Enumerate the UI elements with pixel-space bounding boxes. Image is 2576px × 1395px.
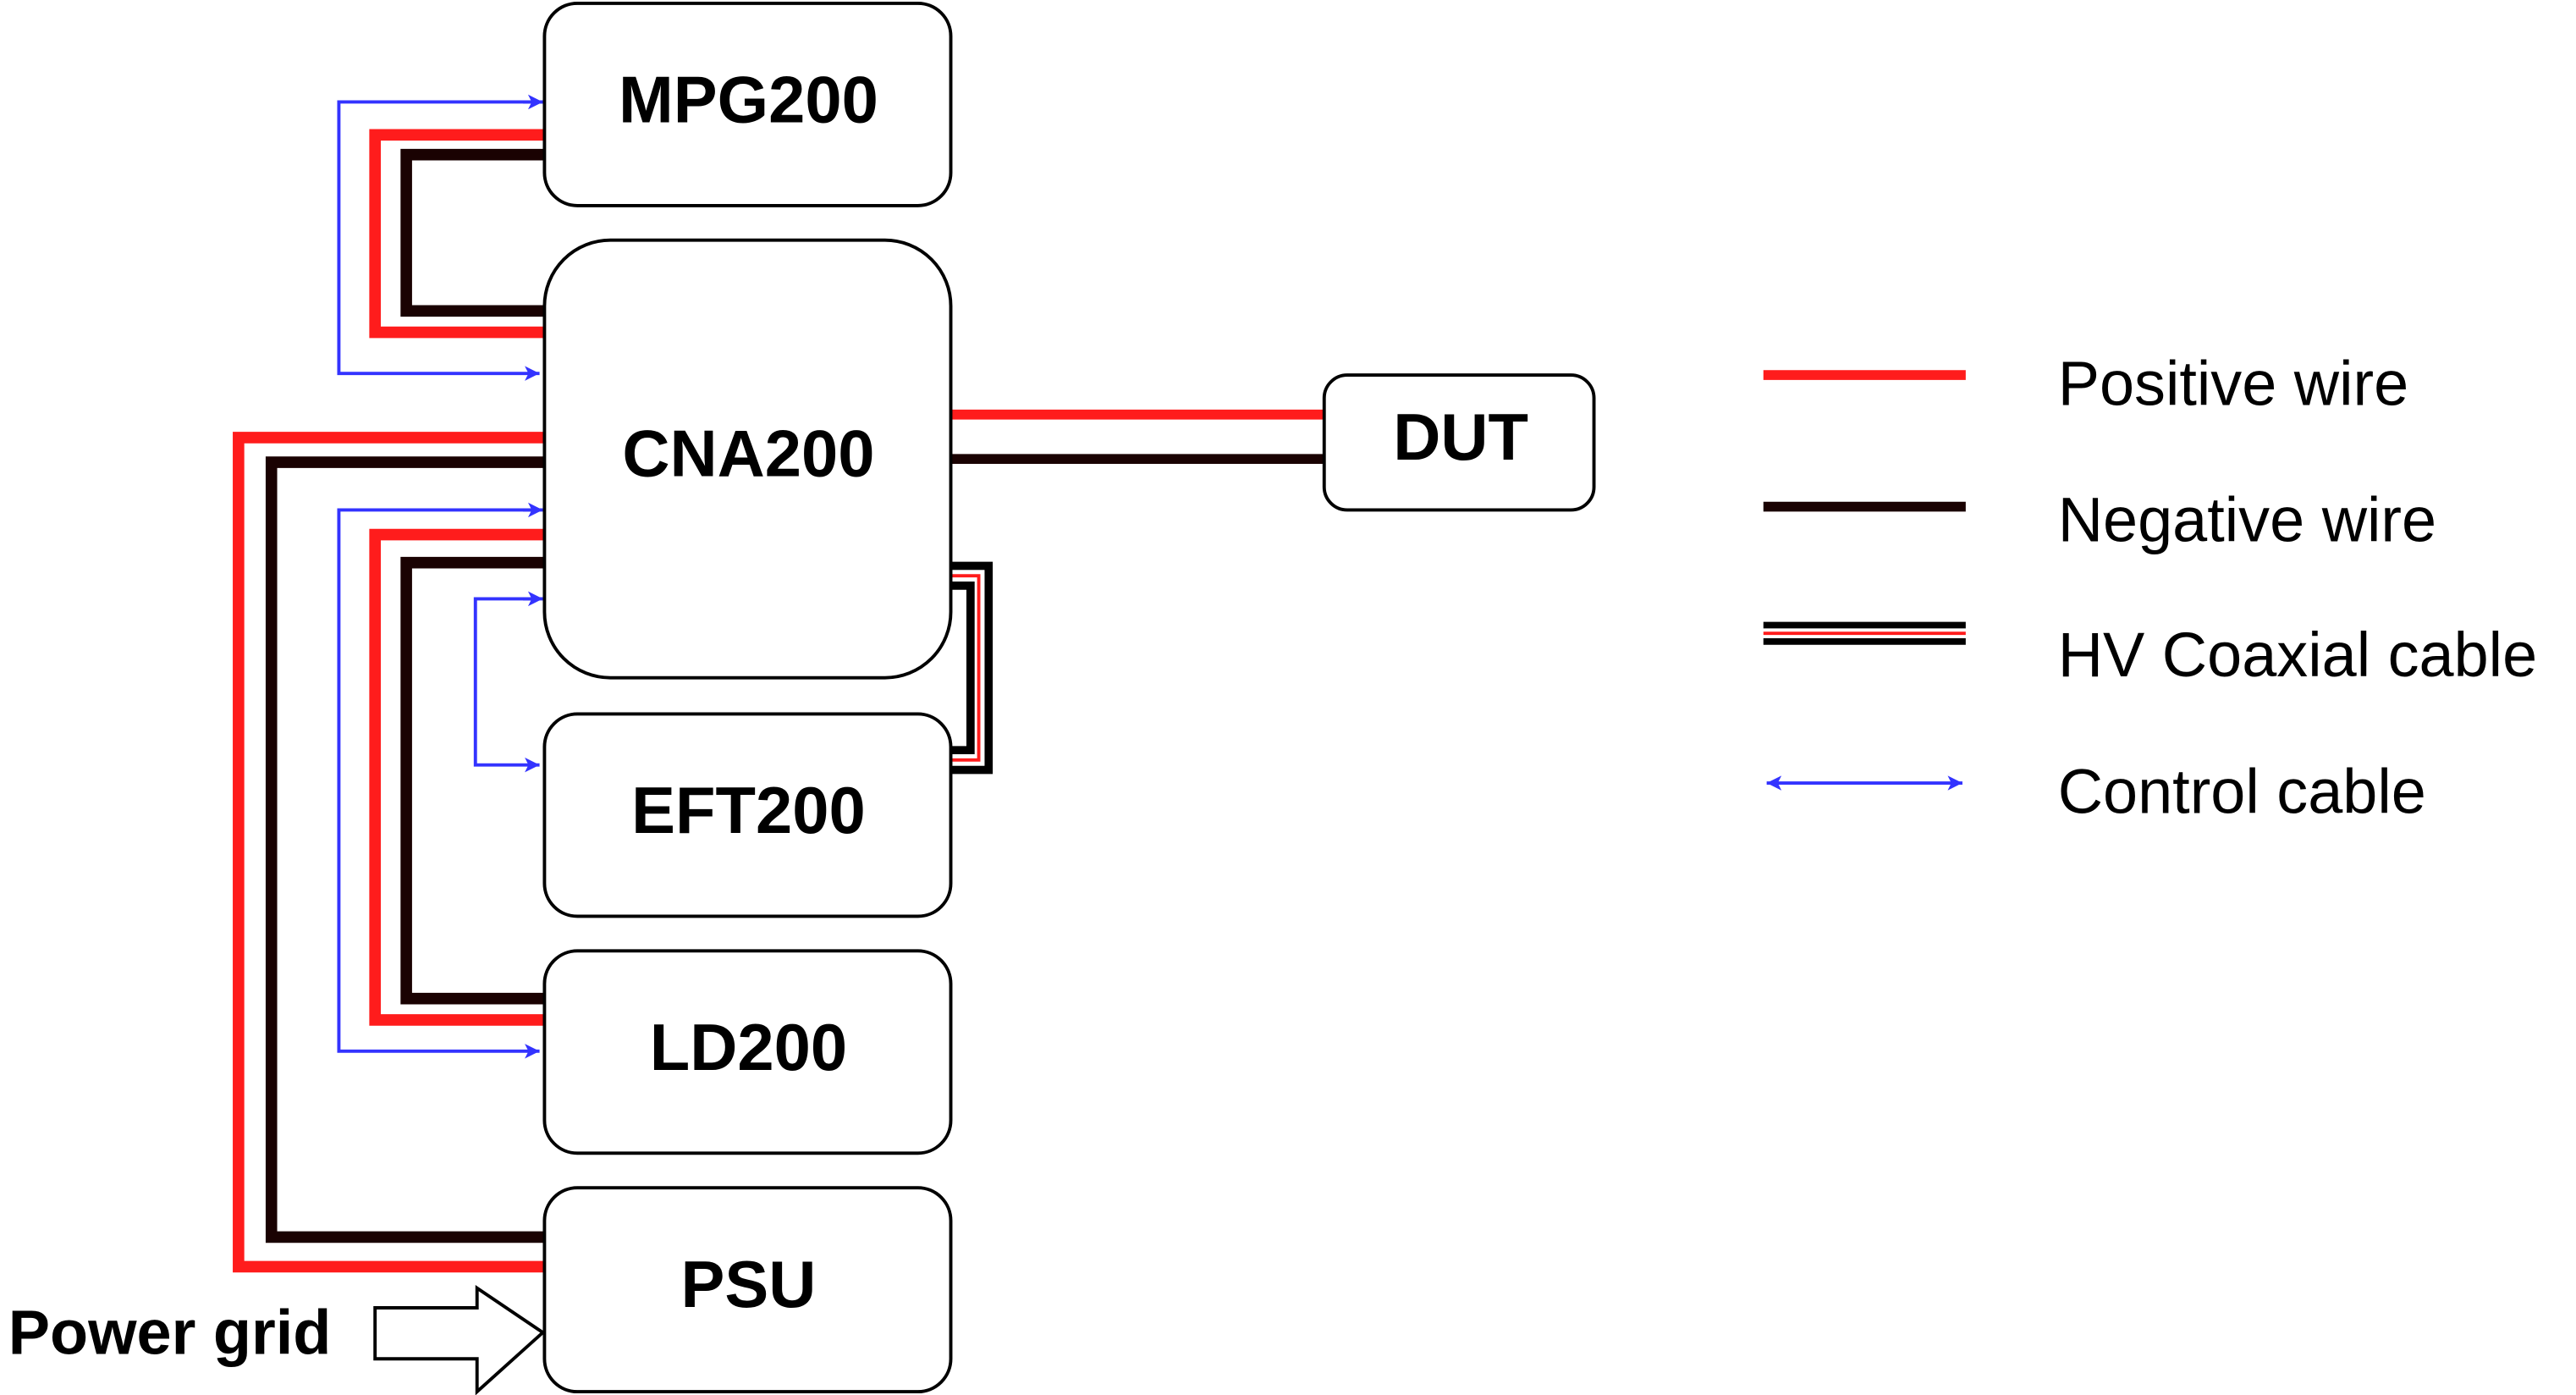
mpg-cna-positive-wire bbox=[369, 129, 545, 339]
psu-box bbox=[542, 1186, 953, 1394]
power-grid-arrow-icon bbox=[373, 1285, 546, 1395]
block-ld200: LD200 bbox=[542, 949, 953, 1155]
legend: Positive wire Negative wire HV Coaxial c… bbox=[1763, 348, 2537, 826]
cna-psu-connection bbox=[233, 432, 545, 1273]
block-mpg200: MPG200 bbox=[542, 1, 953, 207]
legend-positive-label: Positive wire bbox=[2058, 348, 2409, 418]
coax-white-gap bbox=[950, 570, 985, 766]
cna-ld-positive-wire bbox=[369, 528, 545, 1026]
legend-control-label: Control cable bbox=[2058, 756, 2426, 826]
cna-psu-positive-wire bbox=[233, 432, 545, 1273]
legend-item-control: Control cable bbox=[1766, 756, 2426, 826]
cna-dut-connection bbox=[950, 409, 1324, 465]
coax-inner-black bbox=[950, 581, 975, 755]
mpg-cna-control-cable bbox=[337, 100, 543, 381]
cna-ld-negative-wire bbox=[400, 556, 545, 1005]
legend-item-coax: HV Coaxial cable bbox=[1763, 620, 2537, 690]
block-eft200: EFT200 bbox=[542, 712, 953, 918]
eft200-box bbox=[542, 712, 953, 918]
cna-psu-negative-wire bbox=[265, 456, 545, 1243]
legend-item-negative: Negative wire bbox=[1763, 485, 2436, 555]
power-grid-label: Power grid bbox=[8, 1298, 332, 1368]
psu-label: PSU bbox=[681, 1249, 817, 1321]
cna-eft-control-cable bbox=[473, 597, 540, 773]
mpg-cna-negative-wire bbox=[400, 148, 545, 317]
cna200-label: CNA200 bbox=[622, 417, 874, 490]
mpg-cna-connection bbox=[337, 94, 545, 381]
block-dut: DUT bbox=[1322, 373, 1596, 512]
hv-coaxial-cable bbox=[950, 561, 994, 775]
legend-coax-label: HV Coaxial cable bbox=[2058, 620, 2537, 690]
cna-ld-connection bbox=[337, 502, 545, 1059]
dut-box bbox=[1322, 373, 1596, 512]
dut-label: DUT bbox=[1393, 401, 1528, 474]
block-psu: PSU bbox=[542, 1186, 953, 1394]
cna-eft-connection bbox=[473, 591, 543, 773]
legend-negative-label: Negative wire bbox=[2058, 485, 2436, 555]
coax-red-core bbox=[950, 574, 981, 762]
mpg200-label: MPG200 bbox=[619, 64, 878, 137]
ld200-label: LD200 bbox=[650, 1012, 847, 1084]
block-cna200: CNA200 bbox=[542, 238, 953, 680]
cna200-box bbox=[542, 238, 953, 680]
ld200-box bbox=[542, 949, 953, 1155]
mpg200-box bbox=[542, 1, 953, 207]
coax-outer-black bbox=[950, 561, 994, 775]
eft200-label: EFT200 bbox=[631, 775, 866, 847]
power-grid-input: Power grid bbox=[8, 1285, 546, 1395]
legend-item-positive: Positive wire bbox=[1763, 348, 2409, 418]
cna-ld-control-cable bbox=[337, 508, 540, 1059]
